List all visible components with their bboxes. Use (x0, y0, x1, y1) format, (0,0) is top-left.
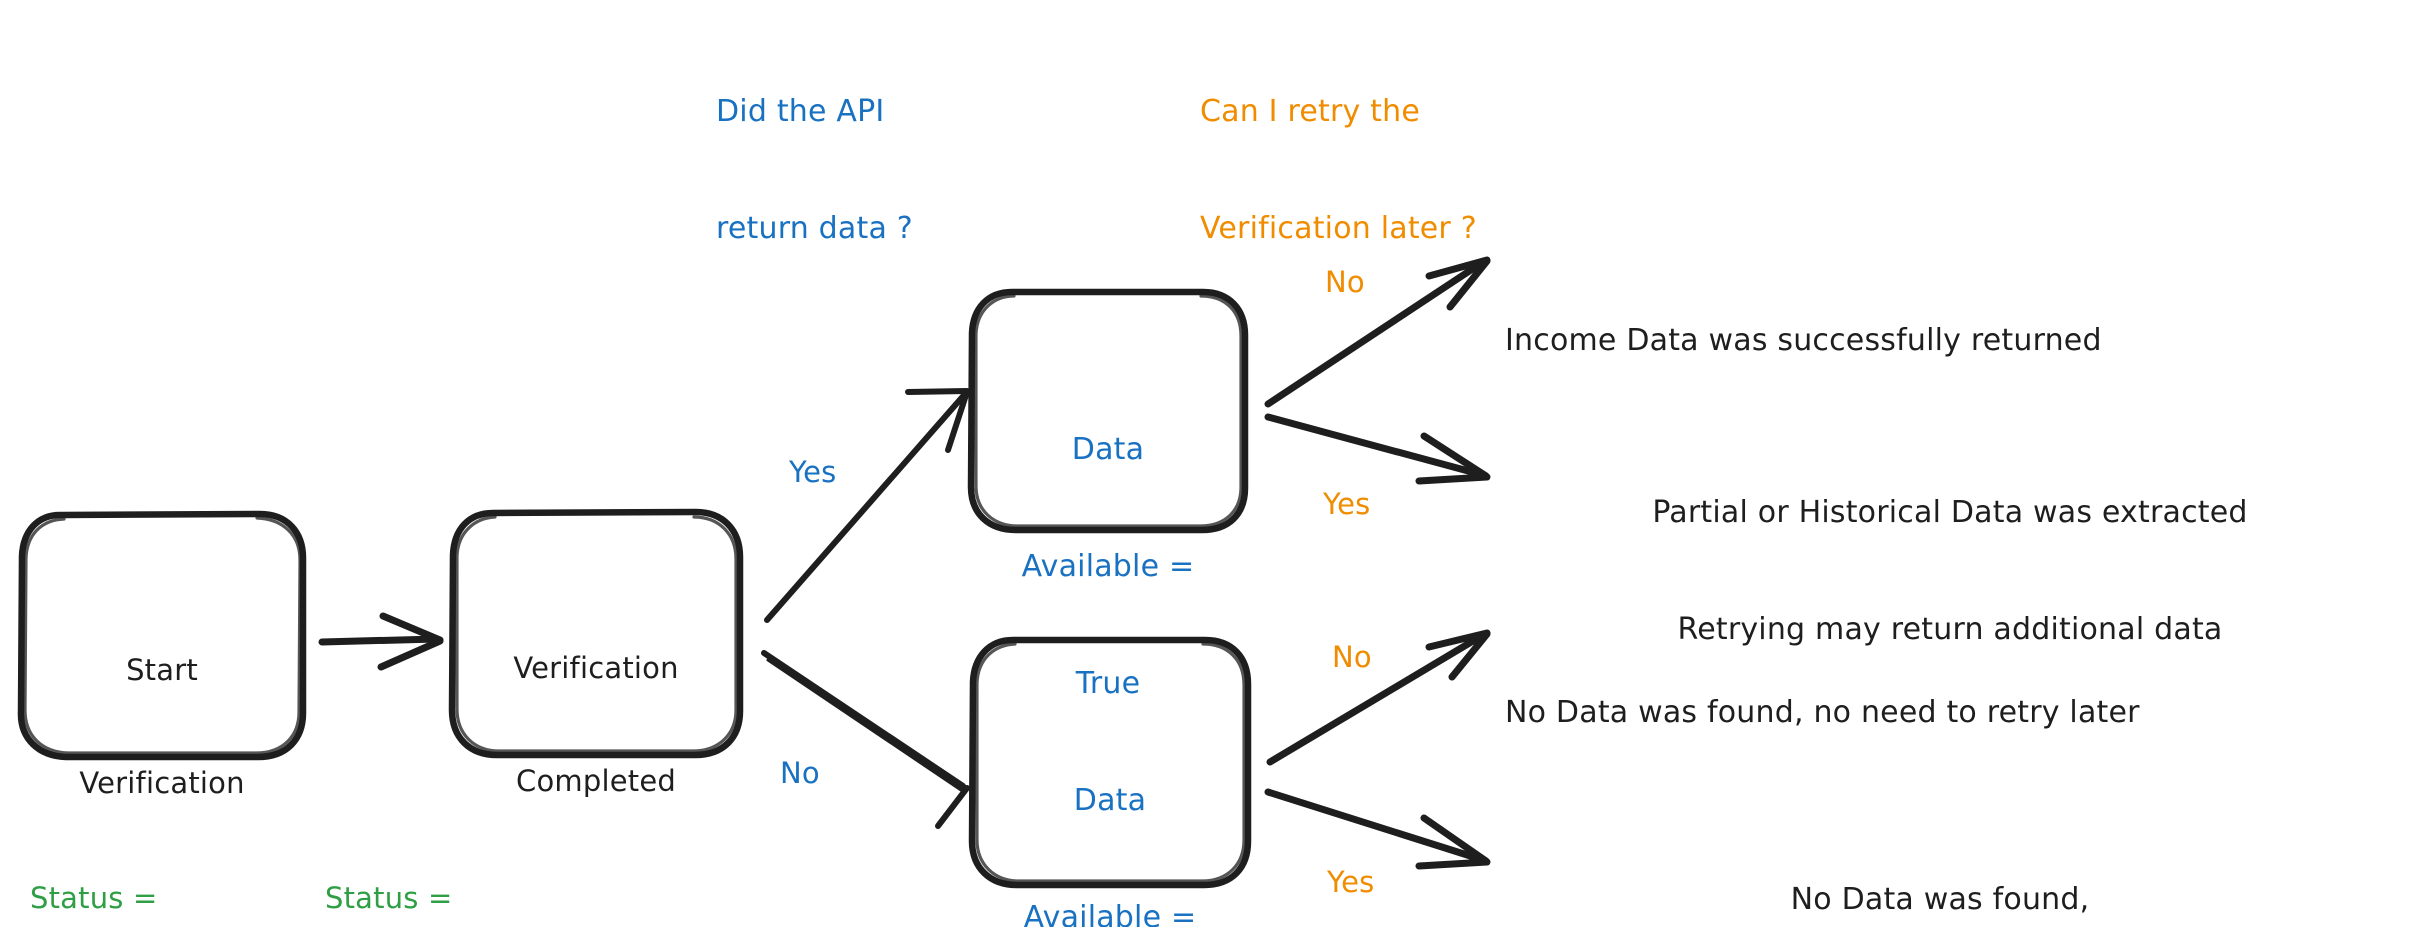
edge-label-true-yes: Yes (1323, 487, 1371, 521)
node-line-2: Completed (516, 764, 676, 799)
outcome-line-1: No Data was found, (1790, 882, 2090, 917)
outcome-partial-historical: Partial or Historical Data was extracted… (1505, 415, 2395, 727)
node-label-verification-completed: Verification Completed (452, 575, 740, 877)
status-start-verification: Status = In Progress (30, 805, 330, 927)
arrow-start-to-completed (318, 612, 444, 671)
node-label-data-available-false: Data Available = False (972, 703, 1248, 927)
node-line-2: Verification (79, 766, 245, 801)
node-line-2: Available = (1021, 549, 1195, 584)
question-can-i-retry-later: Can I retry the Verification later ? (1200, 14, 1600, 326)
arrow-true-to-income-returned (1264, 256, 1491, 408)
arrow-completed-to-true-yes (764, 388, 970, 623)
outcome-line-1: Income Data was successfully returned (1505, 323, 2102, 358)
edge-label-false-yes: Yes (1327, 865, 1375, 899)
arrow-completed-to-false-no (761, 650, 970, 829)
question-line-1: Did the API (716, 94, 885, 129)
question-did-api-return-data: Did the API return data ? (716, 14, 1016, 326)
outcome-no-data-maybe-retry: No Data was found, but retrying later mi… (1505, 802, 2375, 927)
outcome-income-returned: Income Data was successfully returned (1505, 243, 2365, 438)
arrow-true-to-partial-historical (1264, 413, 1491, 485)
status-line-1: Status = (30, 881, 158, 916)
node-box-data-available-true[interactable] (967, 288, 1249, 534)
node-label-start-verification: Start Verification (21, 577, 303, 879)
node-line-1: Start (126, 653, 198, 688)
outcome-line-2: Retrying may return additional data (1677, 612, 2223, 647)
node-box-verification-completed[interactable] (448, 508, 744, 759)
outcome-no-data-no-retry: No Data was found, no need to retry late… (1505, 615, 2385, 810)
node-line-1: Verification (513, 651, 679, 686)
question-line-2: return data ? (716, 211, 913, 246)
status-verification-completed: Status = Completed (325, 805, 625, 927)
status-line-1: Status = (325, 881, 453, 916)
edge-label-no-to-false: No (780, 756, 820, 790)
question-line-1: Can I retry the (1200, 94, 1421, 129)
question-line-2: Verification later ? (1200, 211, 1477, 246)
node-label-data-available-true: Data Available = True (971, 352, 1245, 781)
node-box-start-verification[interactable] (17, 510, 307, 761)
node-line-1: Data (1071, 432, 1145, 467)
outcome-line-1: Partial or Historical Data was extracted (1652, 495, 2248, 530)
arrow-false-to-no-data-no-retry (1266, 629, 1491, 766)
outcome-line-1: No Data was found, no need to retry late… (1505, 695, 2140, 730)
node-line-2: Available = (1023, 900, 1197, 927)
arrow-false-to-no-data-maybe-retry (1264, 788, 1491, 870)
edge-label-false-no: No (1332, 640, 1372, 674)
node-line-3: True (1075, 666, 1141, 701)
node-box-data-available-false[interactable] (968, 636, 1252, 889)
edge-label-yes-to-true: Yes (789, 455, 837, 489)
node-line-1: Data (1073, 783, 1147, 818)
edge-label-true-no: No (1325, 265, 1365, 299)
